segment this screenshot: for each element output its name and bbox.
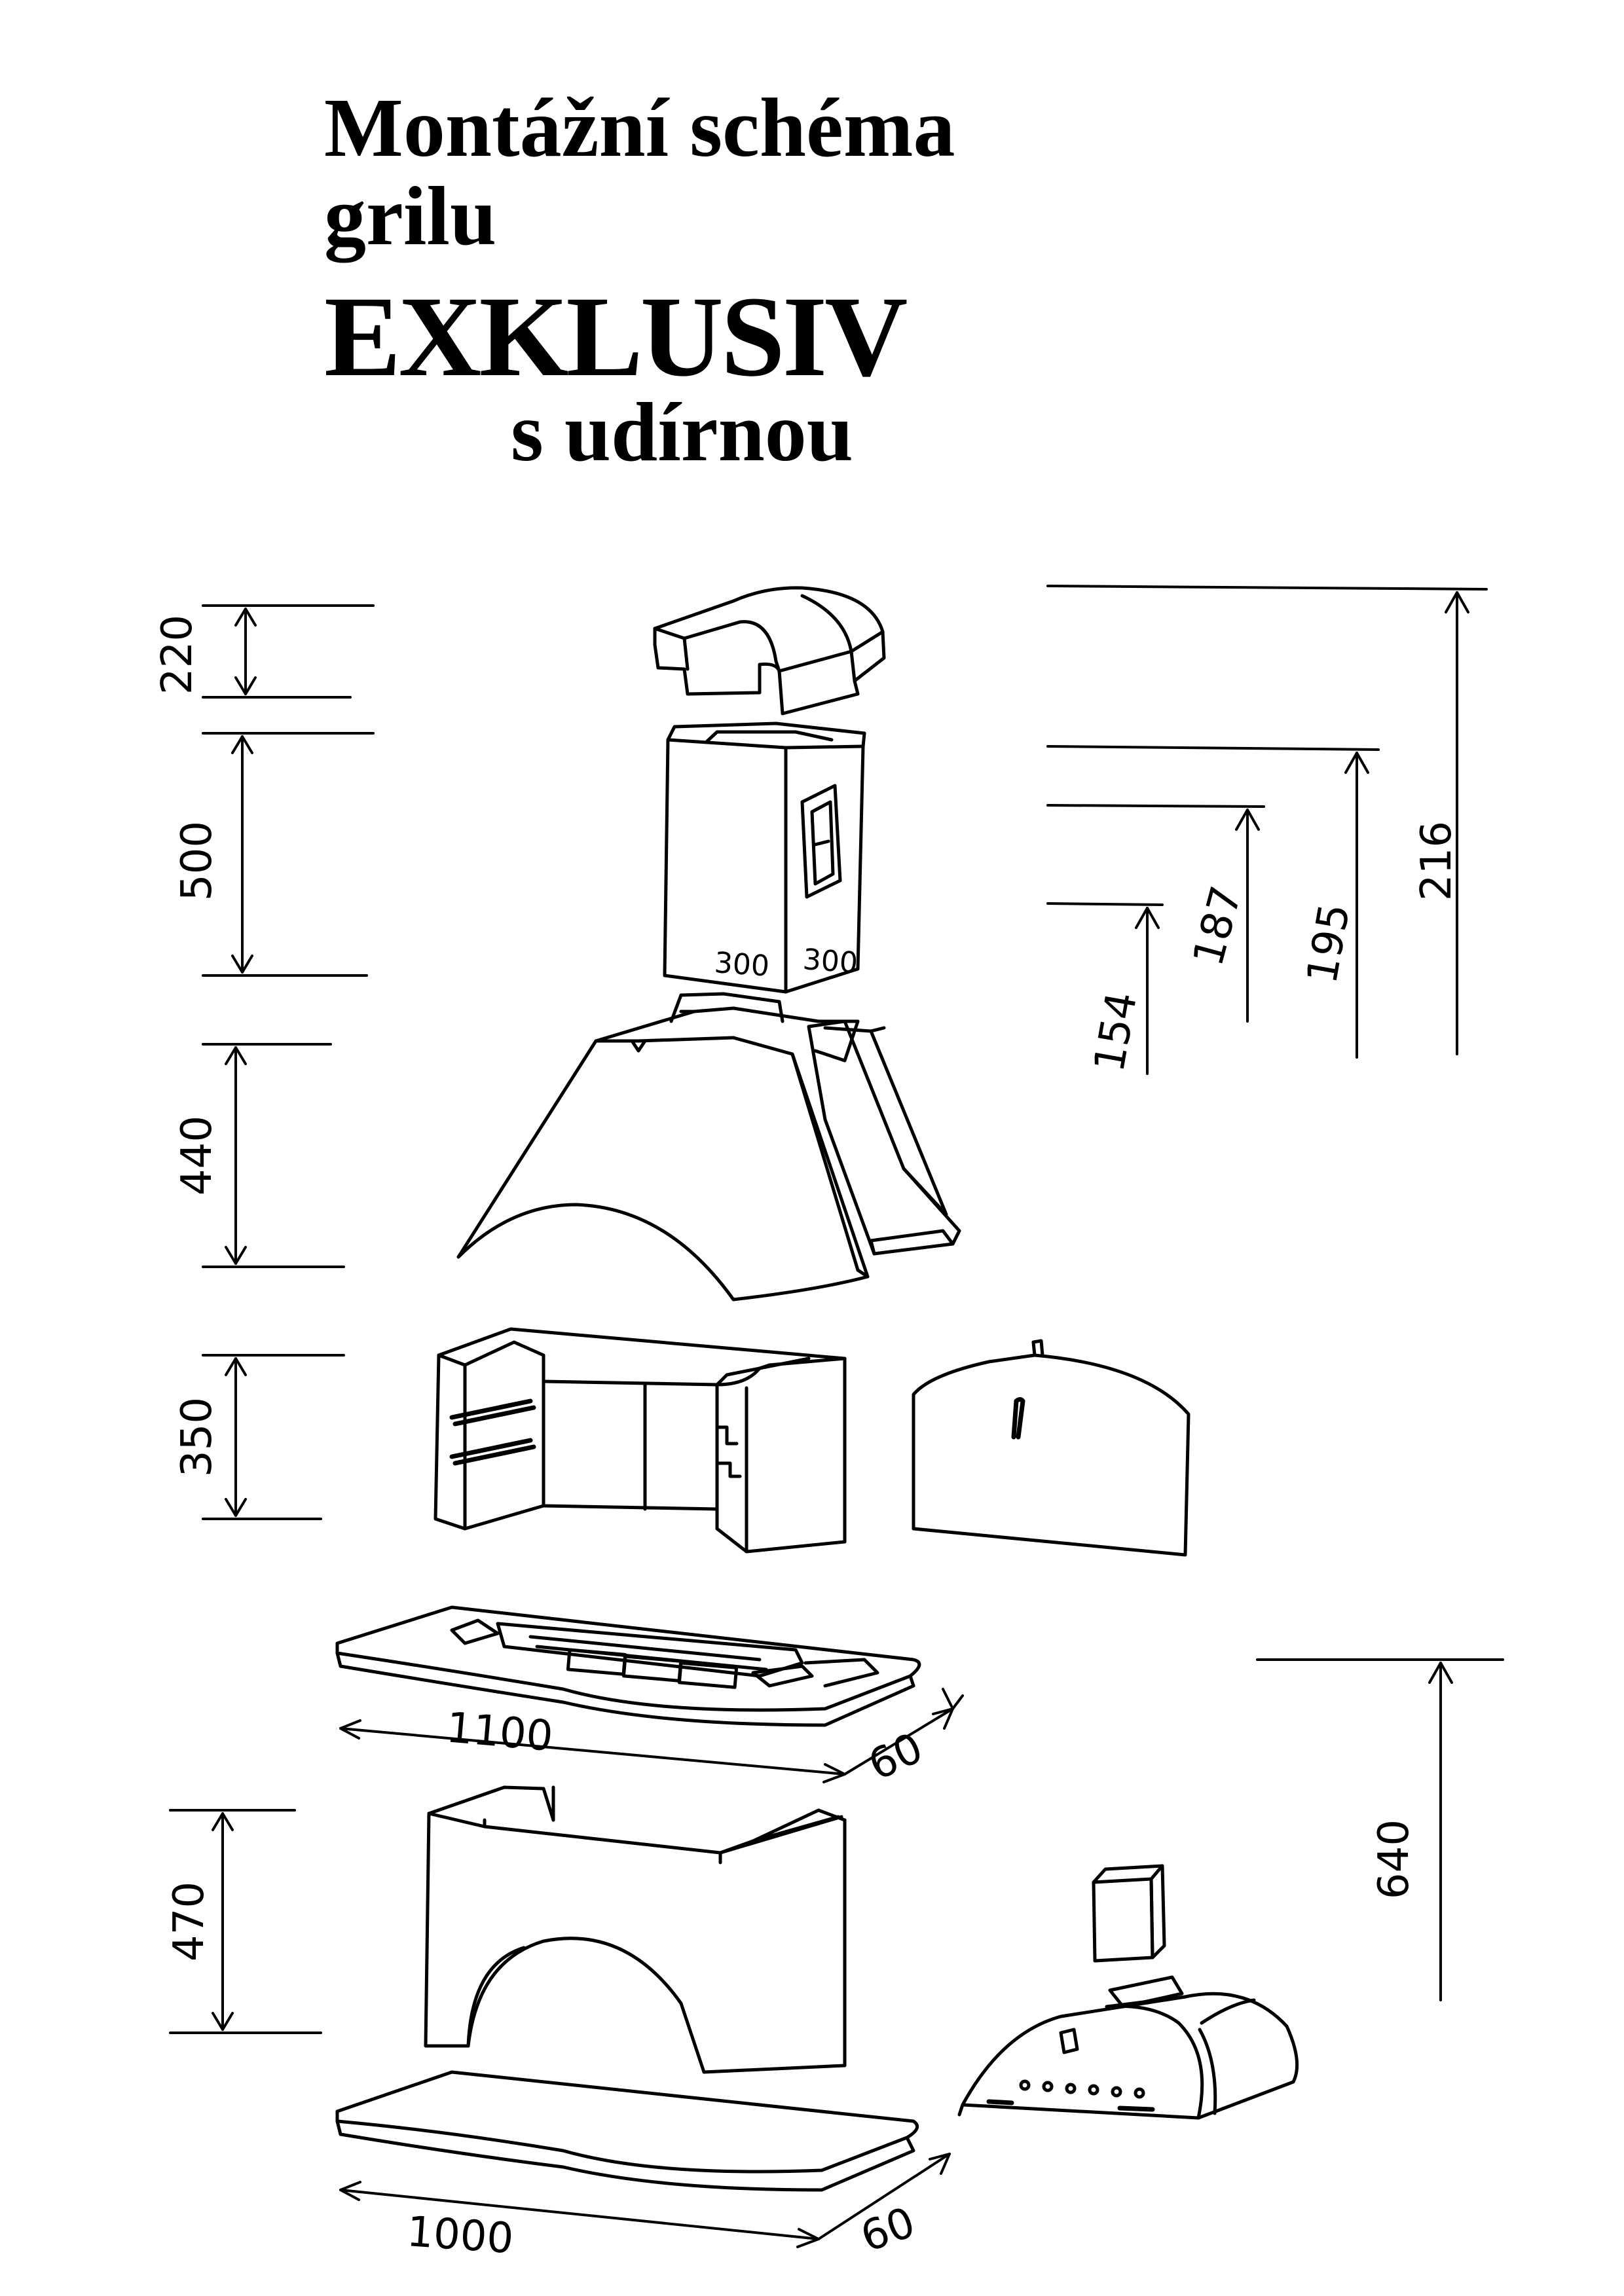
dim-level-154: 154 <box>1046 902 1164 1076</box>
smoker-chimney <box>1092 1864 1166 1963</box>
dim-bottom-plate: 1000 60 <box>339 2153 951 2263</box>
dim-level-216-label: 216 <box>1412 821 1461 901</box>
dim-cap-height: 220 <box>153 604 375 699</box>
firebox <box>434 1327 847 1554</box>
dim-level-187: 187 <box>1046 804 1265 1023</box>
grill-base <box>424 1785 847 2074</box>
chimney-section-b: 300 <box>802 943 858 980</box>
chimney-section-a: 300 <box>713 946 770 983</box>
dim-level-187-label: 187 <box>1184 881 1251 971</box>
dim-bottom-plate-width-label: 1000 <box>405 2208 515 2263</box>
dim-grill-plate-width-label: 1100 <box>445 1704 555 1761</box>
dim-firebox-height-label: 350 <box>173 1397 221 1477</box>
dim-level-216: 216 <box>1046 585 1488 1055</box>
dim-chimney-height: 500 <box>173 732 375 977</box>
dim-base-height-label: 470 <box>165 1882 213 1961</box>
dim-base-height: 470 <box>165 1809 322 2034</box>
dim-cap-height-label: 220 <box>153 615 202 695</box>
chimney-body: 300 300 <box>663 721 866 994</box>
title-line-1: Montážní schéma <box>324 81 955 174</box>
grill-plate <box>335 1605 921 1727</box>
dim-level-640-label: 640 <box>1370 1819 1418 1899</box>
title-line-2: grilu <box>324 170 497 263</box>
smoker-box <box>957 1975 1299 2120</box>
dim-level-195-label: 195 <box>1298 900 1359 987</box>
bottom-plate <box>335 2070 919 2192</box>
dim-level-154-label: 154 <box>1085 989 1147 1076</box>
firebox-door <box>912 1339 1190 1557</box>
dim-grill-plate-depth-label: 60 <box>861 1724 930 1790</box>
dim-hood-height-label: 440 <box>173 1116 221 1195</box>
dim-level-640: 640 <box>1256 1658 1504 2001</box>
title-subtitle: s udírnou <box>511 386 853 479</box>
dim-chimney-height-label: 500 <box>173 821 221 901</box>
chimney-smoke-door <box>800 784 842 899</box>
dim-firebox-height: 350 <box>173 1354 345 1520</box>
product-name: EXKLUSIV <box>324 273 908 401</box>
dim-hood-height: 440 <box>173 1043 345 1268</box>
chimney-cap <box>653 586 886 716</box>
grill-hood <box>456 992 961 1302</box>
